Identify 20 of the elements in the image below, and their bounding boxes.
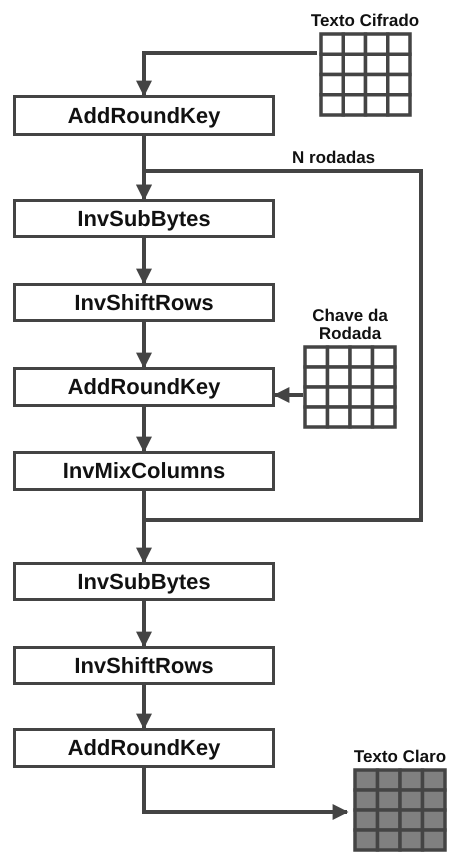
process-box: AddRoundKey [13,95,275,136]
process-box: InvMixColumns [13,451,275,491]
matrix-heading: Chave da Rodada [311,307,389,343]
process-box: AddRoundKey [13,367,275,407]
arrow [136,685,152,730]
arrow [136,51,317,97]
process-box: InvSubBytes [13,562,275,601]
arrow [136,407,152,453]
arrow [273,387,303,403]
arrow [136,169,423,522]
process-box: InvShiftRows [13,283,275,322]
arrow [142,768,349,820]
matrix-heading: Texto Cifrado [310,12,420,30]
process-box: AddRoundKey [13,728,275,768]
process-box: InvShiftRows [13,646,275,685]
arrow [136,238,152,285]
arrow [136,601,152,648]
arrow [136,322,152,369]
process-box: InvSubBytes [13,199,275,238]
matrix-heading: Texto Claro [352,748,448,766]
